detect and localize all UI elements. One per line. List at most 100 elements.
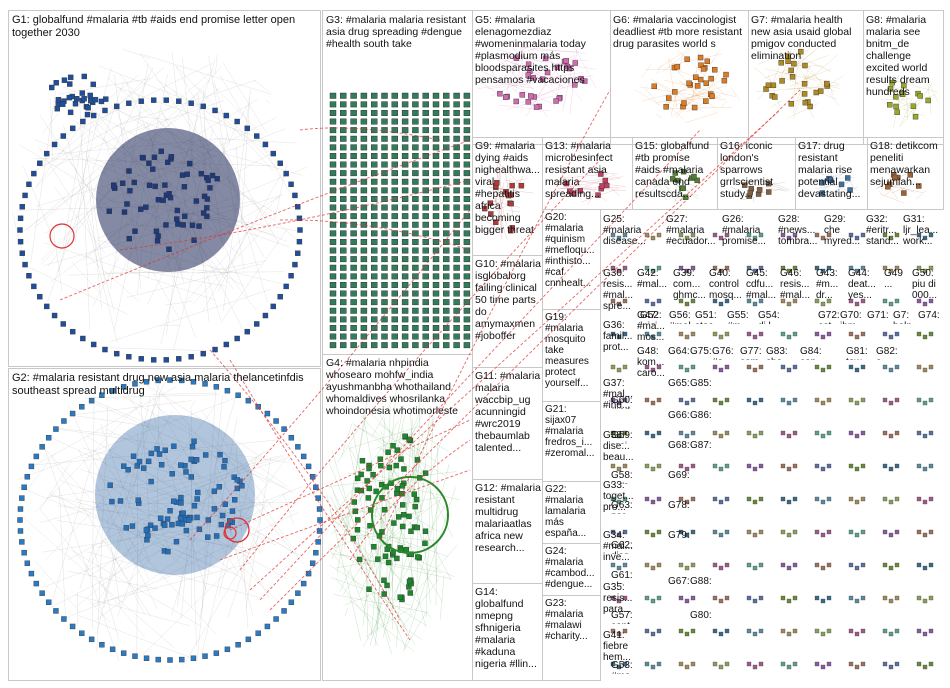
cluster-node bbox=[705, 59, 710, 64]
small-cluster-node bbox=[623, 563, 627, 567]
small-cluster-node bbox=[759, 464, 763, 468]
g3-node bbox=[464, 110, 470, 116]
g3-node bbox=[412, 179, 418, 185]
g3-node bbox=[464, 282, 470, 288]
g3-node bbox=[464, 265, 470, 271]
g3-node bbox=[351, 170, 357, 176]
g1-node bbox=[189, 101, 194, 106]
g3-node bbox=[423, 196, 429, 202]
g3-node bbox=[351, 205, 357, 211]
g1-node bbox=[295, 251, 300, 256]
cluster-node bbox=[545, 70, 550, 75]
g2-node bbox=[19, 539, 24, 544]
g3-node bbox=[454, 256, 460, 262]
g1-node bbox=[54, 80, 59, 85]
g3-node bbox=[402, 205, 408, 211]
cluster-edge bbox=[562, 173, 615, 178]
small-cluster-node bbox=[623, 233, 627, 237]
small-cluster-node bbox=[929, 563, 933, 567]
g3-node bbox=[371, 299, 377, 305]
small-cluster-node bbox=[917, 629, 921, 633]
cluster-node bbox=[772, 95, 777, 100]
small-cluster-node bbox=[827, 563, 831, 567]
small-cluster-node bbox=[889, 401, 893, 405]
g3-node bbox=[402, 248, 408, 254]
small-cluster-node bbox=[895, 365, 899, 369]
small-cluster-node bbox=[861, 266, 865, 270]
panel-g11 bbox=[473, 368, 543, 480]
small-cluster-node bbox=[861, 629, 865, 633]
cluster-node bbox=[676, 178, 681, 183]
small-cluster-node bbox=[691, 365, 695, 369]
g3-node bbox=[433, 102, 439, 108]
g3-node bbox=[433, 299, 439, 305]
g2-edge bbox=[190, 400, 195, 409]
small-cluster-node bbox=[691, 464, 695, 468]
cluster-edge bbox=[793, 65, 810, 112]
g3-node bbox=[464, 334, 470, 340]
g3-node bbox=[382, 127, 388, 132]
g3-node bbox=[392, 179, 398, 185]
g4-node bbox=[391, 521, 396, 526]
small-cluster-node bbox=[821, 335, 825, 339]
g1-edge bbox=[50, 98, 52, 161]
small-cluster-node bbox=[719, 236, 723, 240]
g3-node bbox=[382, 205, 388, 211]
g3-node bbox=[433, 153, 439, 159]
g1-node bbox=[245, 329, 250, 334]
small-cluster-node bbox=[725, 497, 729, 501]
cluster-edge bbox=[879, 191, 882, 195]
g3-node bbox=[351, 282, 357, 288]
g3-node bbox=[351, 256, 357, 262]
g3-node bbox=[351, 162, 357, 168]
g3-node bbox=[464, 188, 470, 194]
small-cluster-node bbox=[821, 632, 825, 636]
g3-node bbox=[433, 136, 439, 142]
g1-node bbox=[93, 97, 98, 102]
small-cluster-node bbox=[657, 299, 661, 303]
small-cluster-node bbox=[685, 500, 689, 504]
g4-edge bbox=[426, 407, 433, 617]
cluster-node bbox=[672, 89, 677, 94]
small-cluster-node bbox=[685, 302, 689, 306]
g3-node bbox=[361, 119, 367, 125]
g3-node bbox=[402, 317, 408, 323]
small-cluster-node bbox=[611, 398, 615, 402]
small-cluster-node bbox=[861, 596, 865, 600]
cluster-node bbox=[600, 183, 605, 188]
small-cluster-node bbox=[685, 236, 689, 240]
small-cluster-node bbox=[855, 236, 859, 240]
small-cluster-node bbox=[645, 299, 649, 303]
small-cluster-node bbox=[645, 662, 649, 666]
g3-node bbox=[464, 256, 470, 262]
small-cluster-node bbox=[793, 497, 797, 501]
g4-node bbox=[386, 560, 391, 565]
cluster-node bbox=[888, 86, 893, 91]
small-cluster-node bbox=[815, 299, 819, 303]
small-cluster-node bbox=[929, 629, 933, 633]
g2-node bbox=[274, 616, 279, 621]
cluster-node bbox=[503, 95, 508, 100]
panel-g19 bbox=[543, 310, 601, 402]
small-cluster-node bbox=[787, 533, 791, 537]
cluster-node bbox=[712, 67, 717, 72]
small-cluster-node bbox=[657, 464, 661, 468]
g4-edge bbox=[338, 428, 359, 463]
small-cluster-node bbox=[923, 269, 927, 273]
g3-node bbox=[371, 93, 377, 99]
small-cluster-node bbox=[679, 332, 683, 336]
g1-node bbox=[292, 193, 297, 198]
small-cluster-node bbox=[685, 566, 689, 570]
small-cluster-node bbox=[725, 662, 729, 666]
small-cluster-node bbox=[719, 599, 723, 603]
g3-node bbox=[361, 110, 367, 116]
g3-node bbox=[402, 119, 408, 125]
small-cluster-node bbox=[719, 665, 723, 669]
small-cluster-node bbox=[611, 431, 615, 435]
small-cluster-node bbox=[617, 302, 621, 306]
g3-node bbox=[330, 110, 336, 116]
g2-hub bbox=[95, 415, 255, 575]
small-cluster-node bbox=[747, 464, 751, 468]
small-cluster-node bbox=[617, 533, 621, 537]
g3-node bbox=[454, 317, 460, 323]
